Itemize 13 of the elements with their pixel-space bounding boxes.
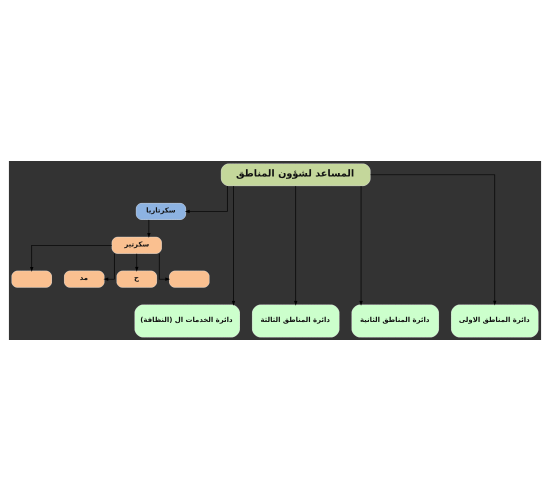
arrow (294, 185, 298, 306)
arrow (135, 252, 138, 272)
arrow (103, 252, 115, 280)
arrow (184, 185, 228, 213)
arrow (370, 174, 496, 306)
arrow (359, 185, 363, 306)
arrow (147, 218, 151, 238)
arrow (158, 252, 170, 280)
arrow (232, 185, 236, 306)
node-box: المساعد لشؤون المناطق (220, 163, 371, 186)
node-box (11, 270, 52, 288)
node-box (169, 270, 210, 288)
arrow (30, 244, 112, 272)
